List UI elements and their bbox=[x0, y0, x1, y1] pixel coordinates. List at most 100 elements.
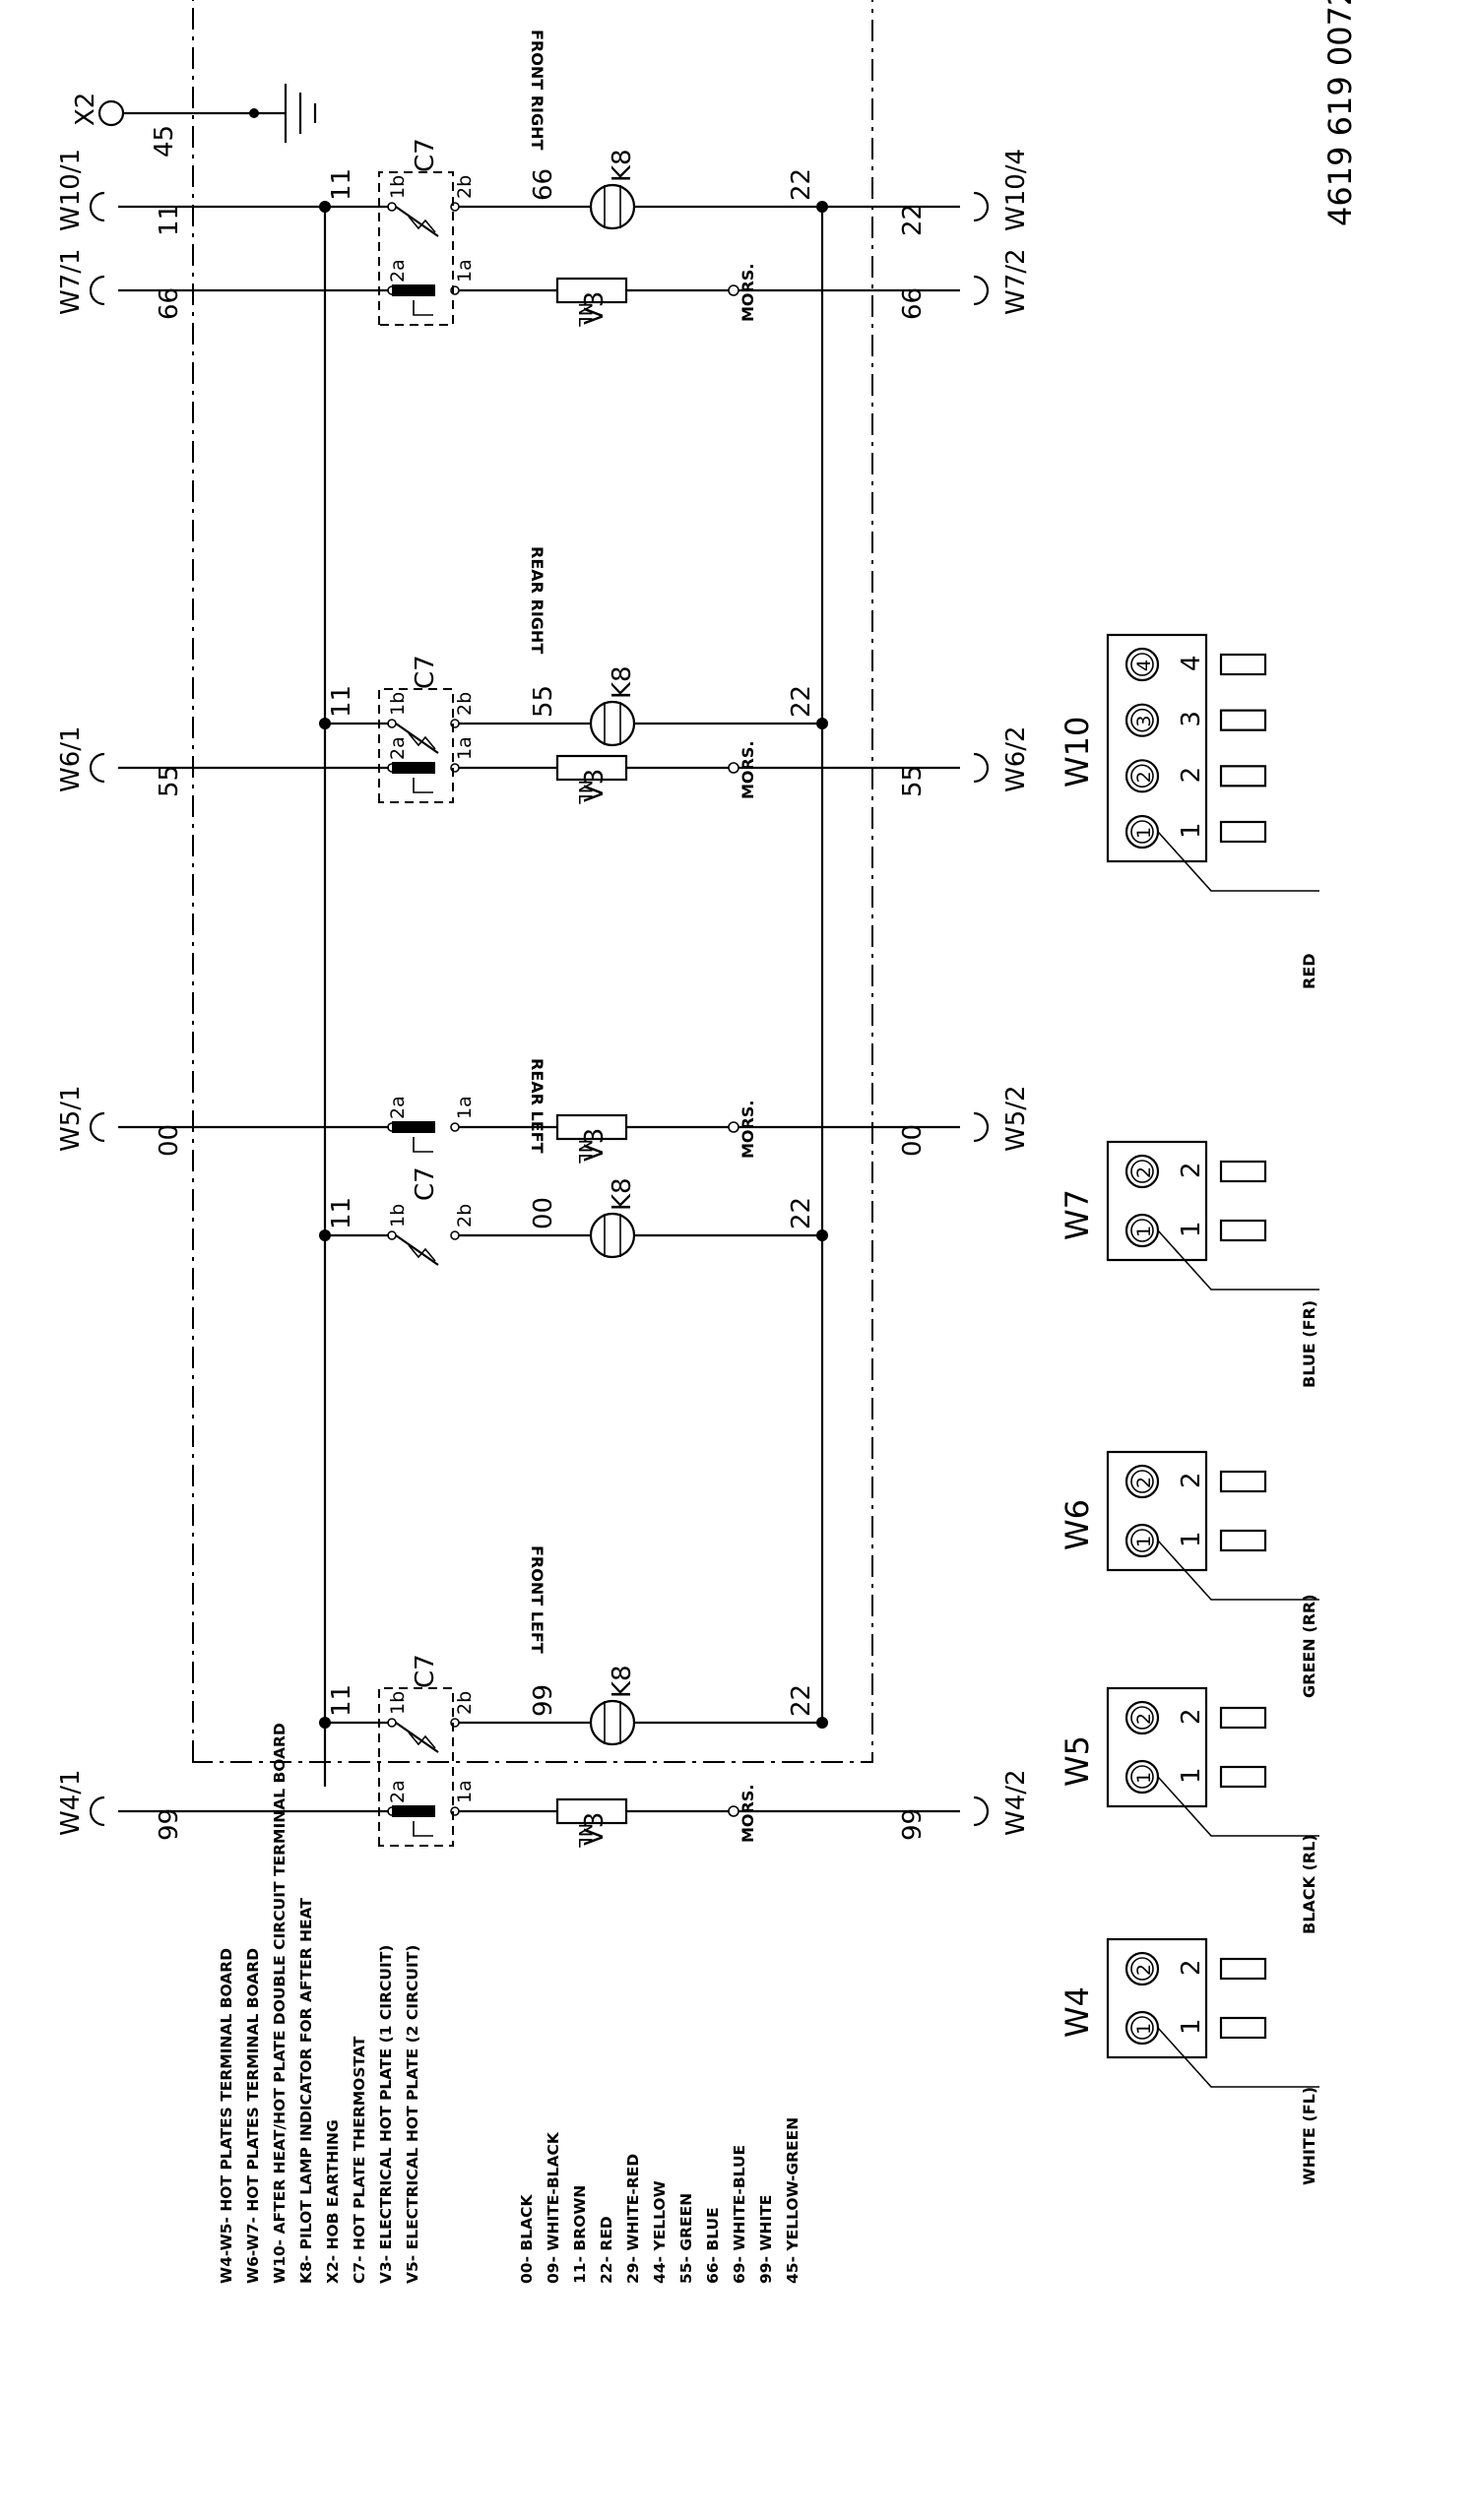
pin-socket bbox=[1124, 759, 1160, 793]
pin-socket-inner bbox=[1130, 820, 1154, 844]
terminal-1a-label: 1a bbox=[454, 259, 476, 283]
live-wire-label-in: 55 bbox=[155, 765, 184, 797]
terminal-in-label: W6/1 bbox=[56, 725, 86, 792]
circuit-title: REAR LEFT bbox=[528, 1058, 546, 1154]
legend-item: V5- ELECTRICAL HOT PLATE (2 CIRCUIT) bbox=[404, 1945, 421, 2284]
pin-blade bbox=[1219, 1160, 1267, 1183]
switch-blade bbox=[395, 1234, 439, 1266]
terminal-in-label: W4/1 bbox=[56, 1769, 86, 1836]
pin-blade bbox=[1219, 1706, 1267, 1730]
mors-terminal bbox=[728, 1121, 739, 1133]
terminal-2b-label: 2b bbox=[454, 1691, 476, 1715]
pin-label: 1 bbox=[1177, 822, 1206, 839]
terminal-1b-label: 1b bbox=[387, 1691, 409, 1715]
terminal-1a-label: 1a bbox=[454, 1780, 476, 1803]
colour-leader bbox=[1157, 2027, 1319, 2088]
pin-blade bbox=[1219, 2016, 1267, 2040]
pin-blade bbox=[1219, 1765, 1267, 1789]
return-junction-dot bbox=[816, 718, 828, 729]
wire-label-in: 11 bbox=[327, 168, 356, 201]
terminal-2a bbox=[387, 763, 397, 773]
live-wire-label-out: 99 bbox=[898, 1808, 928, 1841]
colour-code-item: 55- GREEN bbox=[677, 2193, 695, 2284]
thermostat-label: C7 bbox=[411, 655, 440, 689]
terminal-1b bbox=[387, 1718, 397, 1728]
lamp-label: K8 bbox=[608, 665, 637, 699]
pin-number: 2 bbox=[1133, 1166, 1155, 1178]
live-wire-label-in: 99 bbox=[155, 1808, 184, 1841]
terminal-in-label: W7/1 bbox=[56, 248, 86, 315]
mors-terminal bbox=[728, 1805, 739, 1817]
terminal-1a-label: 1a bbox=[454, 736, 476, 760]
connector-name: W10 bbox=[1059, 717, 1096, 788]
wire-label-in: 11 bbox=[327, 1197, 356, 1229]
pin-socket-inner bbox=[1130, 1706, 1154, 1730]
circuit-title: REAR RIGHT bbox=[528, 546, 546, 654]
pin-socket bbox=[1124, 647, 1160, 682]
terminal-2a-label: 2a bbox=[387, 259, 409, 283]
thermostat-label: C7 bbox=[411, 1654, 440, 1688]
colour-code-item: 00- BLACK bbox=[518, 2194, 536, 2284]
terminal-2a bbox=[387, 285, 397, 295]
pin-label: 1 bbox=[1177, 1767, 1206, 1784]
wire-label-return: 22 bbox=[787, 168, 816, 201]
bimetal-symbol bbox=[408, 732, 436, 750]
connector-colour: BLUE (FR) bbox=[1300, 1300, 1318, 1388]
terminal-out-label: W7/2 bbox=[1001, 248, 1031, 315]
pin-label: 1 bbox=[1177, 1221, 1206, 1237]
pin-label: 1 bbox=[1177, 1531, 1206, 1547]
pin-blade bbox=[1219, 1957, 1267, 1981]
terminal-in-arc bbox=[89, 752, 105, 784]
colour-code-item: 29- WHITE-RED bbox=[624, 2154, 642, 2284]
terminal-out-arc bbox=[973, 752, 990, 784]
pin-label: 2 bbox=[1177, 767, 1206, 784]
live-wire-label-in: 66 bbox=[155, 287, 184, 320]
neutral-out-arc bbox=[973, 191, 990, 222]
wire-label-in: 11 bbox=[327, 685, 356, 718]
thermostat-label: C7 bbox=[411, 138, 440, 172]
terminal-in-arc bbox=[89, 275, 105, 306]
pin-socket-inner bbox=[1130, 1529, 1154, 1552]
enclosure-outline bbox=[192, 0, 873, 1763]
pin-socket-inner bbox=[1130, 1765, 1154, 1789]
pin-blade bbox=[1219, 765, 1267, 788]
contact-bar bbox=[392, 1121, 435, 1133]
pin-number: 1 bbox=[1133, 1226, 1155, 1237]
switch-blade bbox=[395, 206, 439, 237]
legend-item: W4-W5- HOT PLATES TERMINAL BOARD bbox=[218, 1948, 235, 2284]
pilot-lamp bbox=[589, 183, 636, 230]
terminal-out-arc bbox=[973, 275, 990, 306]
colour-code-item: 22- RED bbox=[598, 2216, 615, 2284]
pin-label: 1 bbox=[1177, 2018, 1206, 2035]
mors-terminal bbox=[728, 284, 739, 296]
colour-code-item: 09- WHITE-BLACK bbox=[545, 2131, 562, 2284]
colour-code-item: 45- YELLOW-GREEN bbox=[784, 2117, 802, 2284]
terminal-2b-label: 2b bbox=[454, 692, 476, 716]
neutral-wire-label-in: 11 bbox=[155, 204, 184, 236]
terminal-2b-label: 2b bbox=[454, 1204, 476, 1228]
bus-junction-dot bbox=[319, 718, 331, 729]
legend-item: C7- HOT PLATE THERMOSTAT bbox=[351, 2036, 368, 2284]
switch-blade bbox=[395, 1722, 439, 1753]
plate-tag: NL bbox=[574, 302, 596, 327]
neutral-in-arc bbox=[89, 191, 105, 222]
return-junction-dot bbox=[816, 1229, 828, 1241]
terminal-2b bbox=[450, 202, 460, 212]
pin-blade bbox=[1219, 1470, 1267, 1493]
colour-code-item: 66- BLUE bbox=[704, 2207, 722, 2284]
circuit-title: FRONT LEFT bbox=[528, 1545, 546, 1654]
terminal-1b bbox=[387, 719, 397, 728]
colour-code-item: 11- BROWN bbox=[571, 2185, 589, 2284]
plate-tag: NL bbox=[574, 780, 596, 804]
terminal-1b bbox=[387, 1230, 397, 1240]
